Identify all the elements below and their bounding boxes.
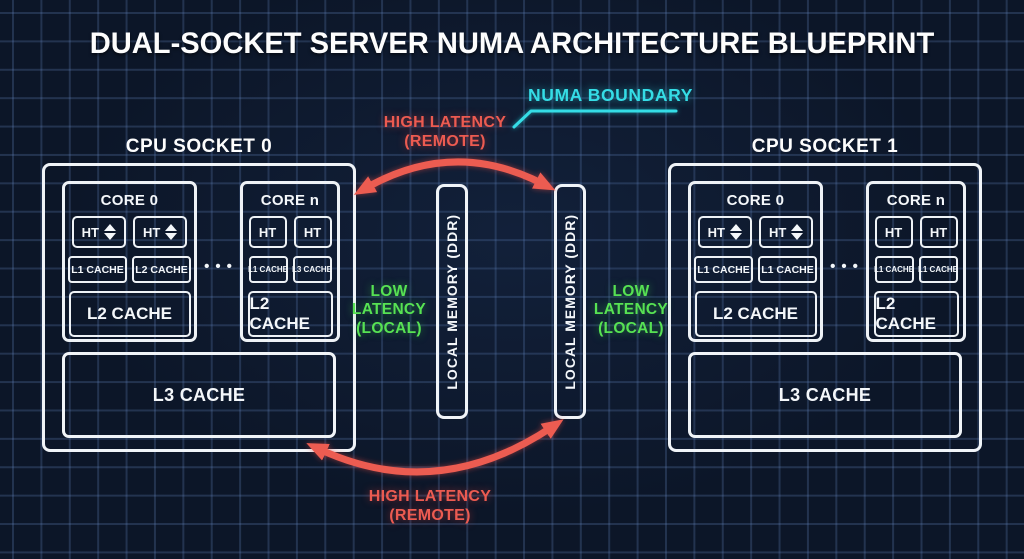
socket0-coreN-cache-row: L1 CACHE L3 CACHE	[248, 256, 332, 283]
local-memory-ddr-socket1: LOCAL MEMORY (DDR)	[554, 184, 586, 419]
socket0-core0-l2-cache: L2 CACHE	[68, 291, 191, 337]
socket1-core0-ht2: HT	[759, 216, 814, 248]
high-latency-top-line1: HIGH LATENCY	[383, 114, 507, 131]
low-latency-right-line3: (LOCAL)	[598, 319, 664, 337]
socket0-core0-cache2: L2 CACHE	[132, 256, 191, 283]
low-latency-left-line2: LATENCY	[351, 301, 427, 319]
socket1-core0-cache1: L1 CACHE	[694, 256, 753, 283]
local-memory-right-label: LOCAL MEMORY (DDR)	[562, 213, 578, 390]
low-latency-right-line2: LATENCY	[593, 301, 669, 319]
socket0-core0-label: CORE 0	[100, 192, 159, 209]
up-down-arrow-icon	[791, 224, 804, 240]
socket1-core0-ht-row: HT HT	[697, 216, 814, 248]
socket0-core-ellipsis: •••	[204, 258, 238, 275]
socket0-core0-ht-row: HT HT	[71, 216, 188, 248]
ht-label: HT	[769, 224, 787, 240]
socket0-coreN-box: CORE n HT HT L1 CACHE L3 CACHE L2 CACHE	[240, 181, 340, 342]
socket0-coreN-cache1: L1 CACHE	[248, 256, 288, 283]
cpu-socket-1-label: CPU SOCKET 1	[751, 136, 899, 157]
numa-boundary-label: NUMA BOUNDARY	[528, 85, 693, 105]
local-memory-ddr-socket0: LOCAL MEMORY (DDR)	[436, 184, 468, 419]
high-latency-top-line2: (REMOTE)	[404, 132, 486, 150]
socket1-coreN-ht-row: HT HT	[874, 216, 958, 248]
socket1-coreN-box: CORE n HT HT L1 CACHE L1 CACHE L2 CACHE	[866, 181, 966, 342]
socket0-core0-ht1: HT	[71, 216, 126, 248]
socket1-l3-cache: L3 CACHE	[688, 352, 962, 438]
socket1-coreN-l2-cache: L2 CACHE	[873, 291, 959, 337]
socket1-coreN-ht2: HT	[919, 216, 958, 248]
local-memory-left-label: LOCAL MEMORY (DDR)	[444, 213, 460, 390]
socket1-coreN-ht1: HT	[874, 216, 913, 248]
low-latency-left-line3: (LOCAL)	[356, 319, 422, 337]
socket1-core-ellipsis: •••	[830, 258, 864, 275]
socket1-coreN-cache2: L1 CACHE	[918, 256, 958, 283]
socket0-coreN-ht2: HT	[293, 216, 332, 248]
socket1-core0-label: CORE 0	[726, 192, 785, 209]
socket1-coreN-cache-row: L1 CACHE L1 CACHE	[874, 256, 958, 283]
cpu-socket-1: CPU SOCKET 1 CORE 0 HT HT L1 CACHE L1 CA…	[668, 136, 982, 452]
up-down-arrow-icon	[104, 224, 116, 240]
ht-label: HT	[81, 224, 99, 240]
socket0-coreN-cache2: L3 CACHE	[292, 256, 332, 283]
socket0-coreN-l2-cache: L2 CACHE	[247, 291, 333, 337]
socket0-coreN-ht-row: HT HT	[248, 216, 332, 248]
up-down-arrow-icon	[165, 224, 178, 240]
high-latency-bottom-line2: (REMOTE)	[389, 506, 471, 524]
ht-label: HT	[707, 224, 725, 240]
socket1-core0-ht1: HT	[697, 216, 752, 248]
socket0-core0-cache-row: L1 CACHE L2 CACHE	[68, 256, 191, 283]
socket1-core0-box: CORE 0 HT HT L1 CACHE L1 CACHE L2 CACHE	[688, 181, 823, 342]
high-latency-bottom-line1: HIGH LATENCY	[368, 488, 492, 505]
cpu-socket-0: CPU SOCKET 0 CORE 0 HT HT L1 CACHE L2 CA…	[42, 136, 356, 452]
cpu-socket-0-label: CPU SOCKET 0	[125, 136, 273, 157]
high-latency-bottom-label: HIGH LATENCY (REMOTE)	[330, 488, 530, 526]
socket0-core0-ht2: HT	[133, 216, 188, 248]
low-latency-right-label: LOW LATENCY (LOCAL)	[581, 283, 681, 338]
socket0-core0-box: CORE 0 HT HT L1 CACHE L2 CACHE L2 CACHE	[62, 181, 197, 342]
low-latency-right-line1: LOW	[612, 283, 650, 300]
socket1-core0-l2-cache: L2 CACHE	[694, 291, 817, 337]
socket0-l3-cache: L3 CACHE	[62, 352, 336, 438]
socket0-coreN-ht1: HT	[248, 216, 287, 248]
socket1-core0-cache2: L1 CACHE	[758, 256, 817, 283]
socket1-core0-cache-row: L1 CACHE L1 CACHE	[694, 256, 817, 283]
socket0-core0-cache1: L1 CACHE	[68, 256, 127, 283]
socket1-coreN-label: CORE n	[886, 192, 946, 209]
ht-label: HT	[143, 224, 161, 240]
low-latency-left-line1: LOW	[370, 283, 408, 300]
page-title: DUAL-SOCKET SERVER NUMA ARCHITECTURE BLU…	[89, 27, 935, 60]
low-latency-left-label: LOW LATENCY (LOCAL)	[339, 283, 439, 338]
socket1-coreN-cache1: L1 CACHE	[874, 256, 914, 283]
socket0-coreN-label: CORE n	[260, 192, 320, 209]
up-down-arrow-icon	[730, 224, 742, 240]
high-latency-top-label: HIGH LATENCY (REMOTE)	[345, 114, 545, 152]
